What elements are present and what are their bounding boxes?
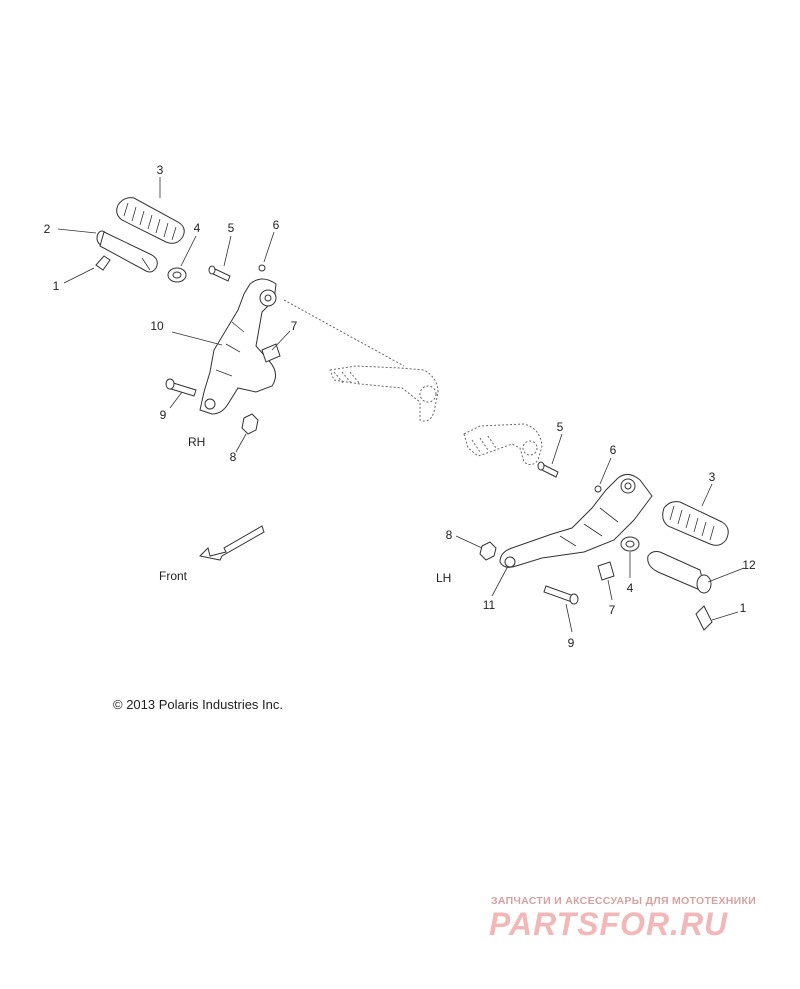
callout-lh-3: 3 <box>709 470 716 484</box>
callout-lh-9: 9 <box>568 636 575 650</box>
lh-nut <box>479 541 497 561</box>
rh-nut <box>241 413 259 435</box>
rh-lever-ghost <box>329 365 439 422</box>
lh-pivot-bolt <box>537 461 559 478</box>
callout-lh-8: 8 <box>446 528 453 542</box>
callout-rh-9: 9 <box>160 408 167 422</box>
callout-lh-6: 6 <box>610 443 617 457</box>
callout-rh-7: 7 <box>291 319 298 333</box>
callout-lh-5: 5 <box>557 420 564 434</box>
lh-side-label: LH <box>436 571 451 585</box>
lh-bracket-bolt <box>543 585 579 605</box>
rh-lever-alignment-line <box>283 299 405 367</box>
lh-lever-ghost <box>463 423 543 466</box>
callout-rh-6: 6 <box>273 218 280 232</box>
leader-lines <box>57 177 745 633</box>
rh-mount-bracket <box>199 278 277 415</box>
callout-rh-10: 10 <box>150 319 164 333</box>
lh-pin <box>695 605 713 631</box>
lh-footpeg-bracket <box>499 474 653 568</box>
callout-lh-4: 4 <box>627 581 634 595</box>
rh-spacer <box>261 343 281 363</box>
front-label: Front <box>159 569 188 583</box>
rh-clip <box>258 264 266 272</box>
lh-spacer <box>597 561 615 581</box>
callout-lh-11: 11 <box>483 598 496 612</box>
callout-lh-7: 7 <box>609 603 616 617</box>
callout-lh-12: 12 <box>742 558 756 572</box>
front-direction-arrow <box>198 525 265 561</box>
lh-clip <box>594 485 602 493</box>
rh-side-label: RH <box>188 435 205 449</box>
lh-footpeg-rubber <box>662 501 729 546</box>
callout-rh-5: 5 <box>228 221 235 235</box>
rh-footpeg-core <box>96 230 158 273</box>
watermark-tagline: ЗАПЧАСТИ И АКСЕССУАРЫ ДЛЯ МОТОТЕХНИКИ <box>491 895 757 907</box>
rh-pin <box>95 255 111 271</box>
rh-pivot-bolt <box>208 265 231 282</box>
callout-rh-4: 4 <box>194 221 201 235</box>
callout-lh-1: 1 <box>740 601 747 615</box>
callout-rh-2: 2 <box>44 222 51 236</box>
lh-washer <box>620 536 640 552</box>
callout-rh-3: 3 <box>157 163 164 177</box>
callout-rh-8: 8 <box>230 450 237 464</box>
callout-rh-1: 1 <box>53 279 60 293</box>
copyright-notice: © 2013 Polaris Industries Inc. <box>113 697 283 712</box>
rh-footpeg-rubber <box>116 197 185 244</box>
lh-footpeg-core <box>647 551 712 594</box>
rh-washer <box>167 267 187 283</box>
rh-bracket-bolt <box>165 378 197 397</box>
watermark-logo: PARTSFOR.RU <box>489 906 729 942</box>
